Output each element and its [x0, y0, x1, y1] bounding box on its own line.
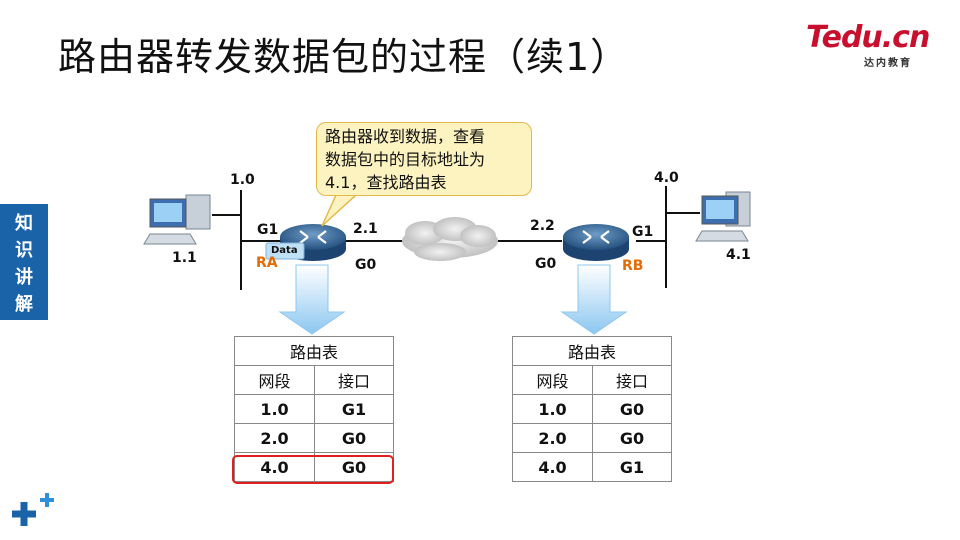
plus-decoration-icon [12, 493, 54, 526]
router-rb-icon [563, 224, 629, 261]
table-row: 1.0 G0 [512, 394, 672, 424]
table-title: 路由表 [512, 336, 672, 366]
data-packet-label: Data [271, 245, 298, 256]
logo-subtitle: 达内教育 [864, 58, 912, 69]
ra-wan-ip: 2.1 [353, 221, 378, 237]
table-row: 4.0 G0 [234, 452, 394, 482]
callout-line: 4.1，查找路由表 [325, 173, 447, 192]
table-header: 网段 [234, 365, 315, 395]
sidebar-char: 解 [15, 293, 33, 315]
rb-g0-label: G0 [535, 256, 557, 272]
right-net-label: 4.0 [654, 170, 679, 186]
ra-name: RA [256, 255, 278, 271]
rb-g1-label: G1 [632, 224, 654, 240]
table-row: 2.0 G0 [512, 423, 672, 453]
matched-route-highlight [232, 455, 394, 484]
table-cell: G0 [314, 452, 394, 482]
rb-name: RB [622, 258, 644, 274]
table-row: 4.0 G1 [512, 452, 672, 482]
table-header: 网段 [512, 365, 593, 395]
rb-wan-ip: 2.2 [530, 218, 555, 234]
tedu-logo: Tedu.cn 达内教育 [806, 20, 936, 69]
table-cell: 1.0 [512, 394, 593, 424]
callout-line: 路由器收到数据，查看 [325, 127, 486, 146]
table-cell: G1 [314, 394, 394, 424]
ra-g1-label: G1 [257, 222, 279, 238]
table-cell: 2.0 [234, 423, 315, 453]
table-cell: G1 [592, 452, 672, 482]
data-packet [265, 242, 305, 260]
sidebar-char: 识 [15, 239, 33, 261]
lookup-arrow-left-icon [278, 264, 346, 335]
table-row: 1.0 G1 [234, 394, 394, 424]
table-cell: 4.0 [234, 452, 315, 482]
left-net-label: 1.0 [230, 172, 255, 188]
table-cell: G0 [592, 423, 672, 453]
table-header: 接口 [314, 365, 394, 395]
host-pc-right-icon [695, 191, 751, 242]
wan-cloud-icon [402, 217, 498, 261]
host-pc-left-icon [143, 194, 211, 245]
table-cell: G0 [314, 423, 394, 453]
table-cell: 1.0 [234, 394, 315, 424]
table-header: 接口 [592, 365, 672, 395]
logo-wordmark: Tedu.cn [806, 20, 930, 55]
sidebar-char: 讲 [15, 266, 33, 288]
callout-bubble: 路由器收到数据，查看 数据包中的目标地址为 4.1，查找路由表 [316, 122, 532, 196]
callout-line: 数据包中的目标地址为 [325, 150, 486, 169]
table-row: 2.0 G0 [234, 423, 394, 453]
sidebar-char: 知 [15, 212, 33, 234]
table-cell: 2.0 [512, 423, 593, 453]
lookup-arrow-right-icon [560, 264, 628, 335]
table-cell: 4.0 [512, 452, 593, 482]
table-title: 路由表 [234, 336, 394, 366]
left-host-label: 1.1 [172, 250, 197, 266]
page-title: 路由器转发数据包的过程（续1） [58, 35, 630, 79]
sidebar-section-label: 知 识 讲 解 [0, 204, 48, 320]
routing-table-ra: 路由表 网段 接口 1.0 G1 2.0 G0 4.0 G0 [234, 336, 394, 482]
right-host-label: 4.1 [726, 247, 751, 263]
table-cell: G0 [592, 394, 672, 424]
ra-g0-label: G0 [355, 257, 377, 273]
routing-table-rb: 路由表 网段 接口 1.0 G0 2.0 G0 4.0 G1 [512, 336, 672, 482]
